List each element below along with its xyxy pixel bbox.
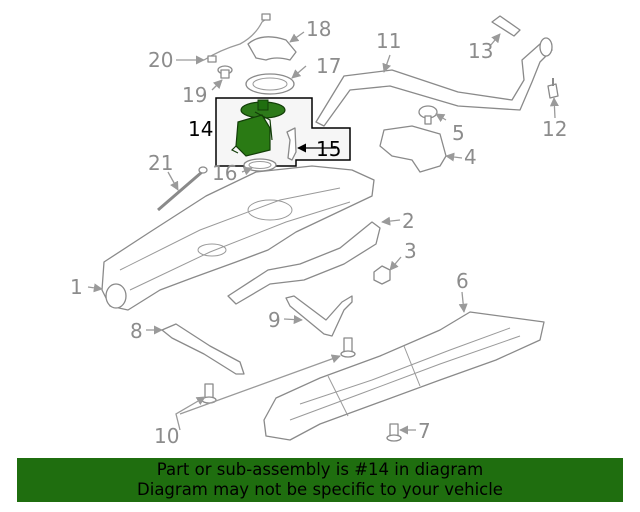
- fuel-pump-module[interactable]: [230, 99, 286, 157]
- sender-bracket[interactable]: [286, 127, 297, 161]
- callout-5: 5: [452, 121, 465, 145]
- callout-15[interactable]: 15: [316, 137, 341, 161]
- shield-4[interactable]: [379, 125, 447, 173]
- parts-diagram: 1 2 3 4 5 6 7 8 9 10 11 12 13 14 15 16 1…: [70, 13, 567, 448]
- callout-20: 20: [148, 48, 173, 72]
- strap-8[interactable]: [161, 323, 245, 375]
- callout-6: 6: [456, 269, 469, 293]
- callout-7: 7: [418, 419, 431, 443]
- callout-16: 16: [212, 161, 237, 185]
- callout-4: 4: [464, 145, 477, 169]
- callout-2: 2: [402, 209, 415, 233]
- skid-plate[interactable]: [263, 311, 545, 441]
- callout-10: 10: [154, 424, 179, 448]
- callout-12: 12: [542, 117, 567, 141]
- tank-strap-2[interactable]: [227, 221, 381, 305]
- heat-shield[interactable]: [247, 36, 297, 61]
- bracket-9[interactable]: [285, 295, 353, 337]
- wire-harness[interactable]: [203, 15, 271, 61]
- callout-21: 21: [148, 151, 173, 175]
- callout-13: 13: [468, 39, 493, 63]
- banner-line-2: Diagram may not be specific to your vehi…: [137, 480, 503, 499]
- callout-1: 1: [70, 275, 83, 299]
- strap-rod[interactable]: [157, 166, 208, 212]
- callout-17: 17: [316, 54, 341, 78]
- callout-14[interactable]: 14: [188, 117, 213, 141]
- bolt-7[interactable]: [386, 423, 402, 442]
- callout-9: 9: [268, 308, 281, 332]
- banner-line-1: Part or sub-assembly is #14 in diagram: [156, 460, 484, 479]
- info-banner: Part or sub-assembly is #14 in diagram D…: [17, 458, 623, 502]
- fuel-tank[interactable]: [101, 165, 375, 311]
- clip-5[interactable]: [418, 105, 438, 125]
- callout-11: 11: [376, 29, 401, 53]
- callout-3: 3: [404, 239, 417, 263]
- nut-3[interactable]: [373, 265, 391, 285]
- bolt-12[interactable]: [547, 78, 559, 99]
- bolt-10[interactable]: [201, 337, 356, 404]
- callout-8: 8: [130, 319, 143, 343]
- callout-19: 19: [182, 83, 207, 107]
- plug[interactable]: [217, 65, 233, 79]
- vent-cap[interactable]: [491, 15, 521, 37]
- lock-ring[interactable]: [245, 73, 295, 95]
- callout-18: 18: [306, 17, 331, 41]
